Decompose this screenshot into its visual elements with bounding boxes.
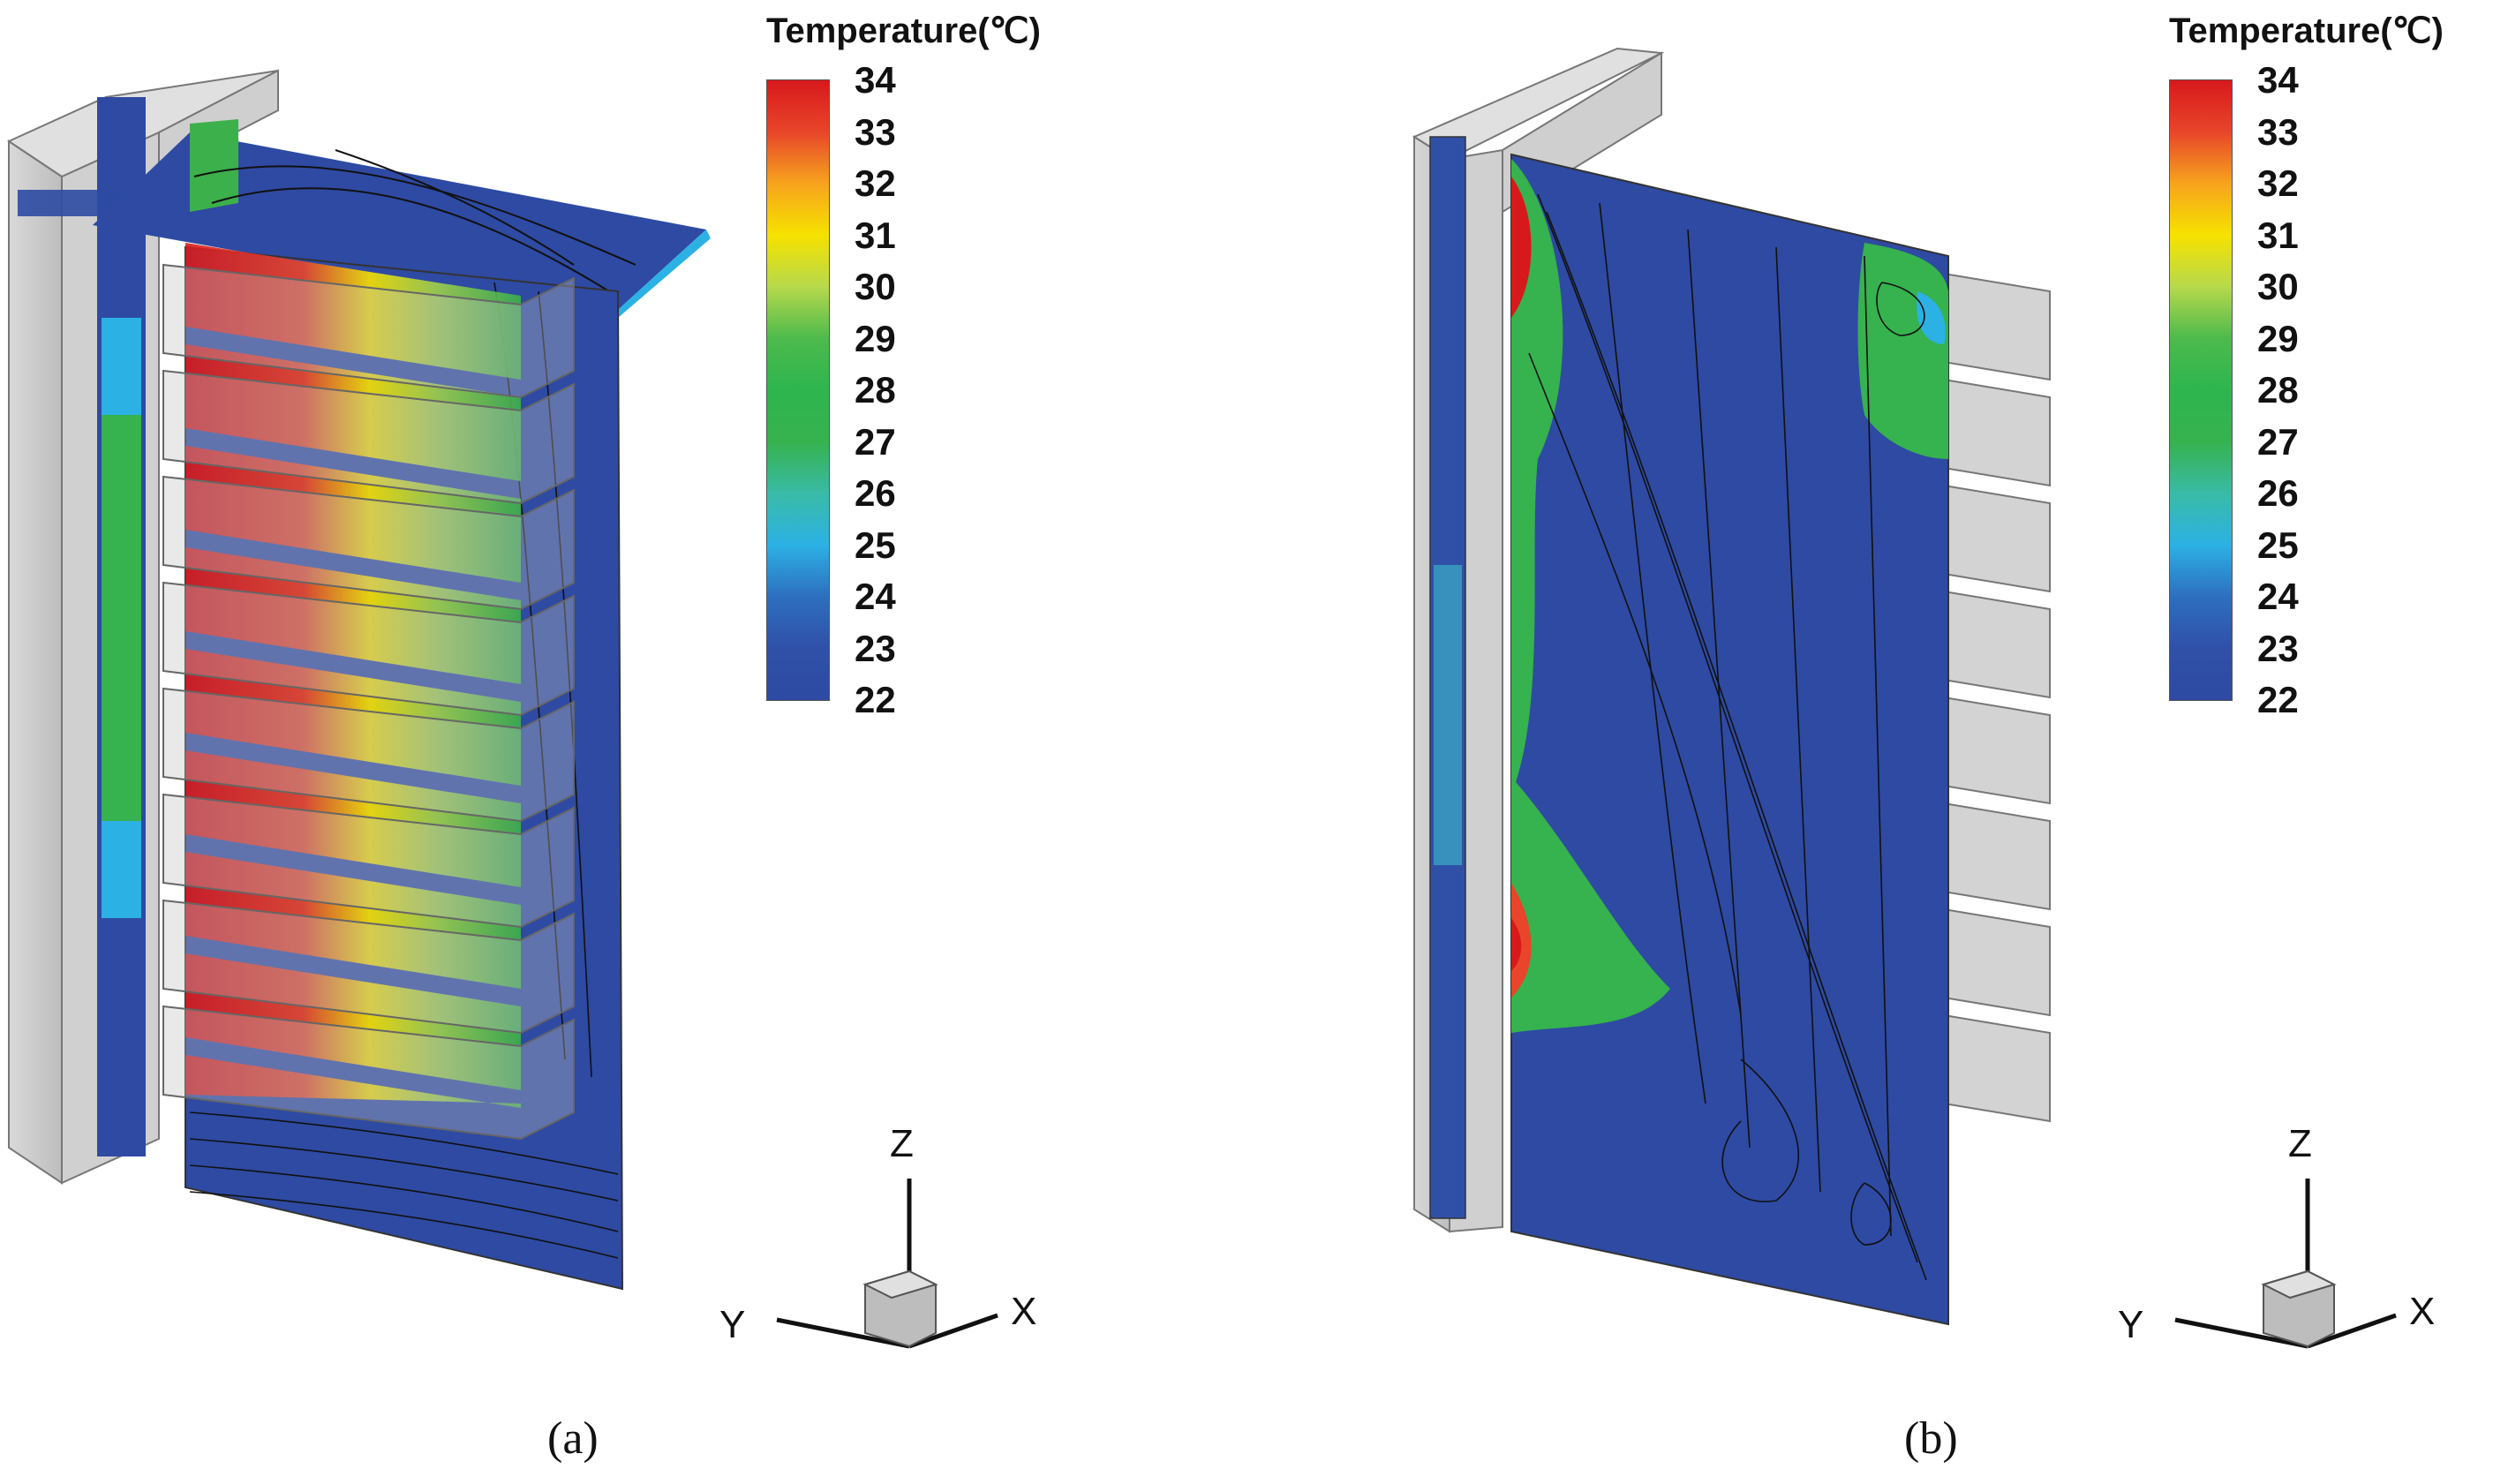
panel-a: Z Y X Temperature(℃) 34 33 32 31 30 29 28 27 26 2… <box>0 0 1246 1484</box>
legend-tick-label: 22 <box>2257 679 2299 720</box>
legend-title: Temperature(℃) <box>2169 11 2444 50</box>
legend-colorbar <box>766 79 830 701</box>
legend-tick-label: 23 <box>2257 627 2299 669</box>
legend-tick-label: 32 <box>2257 162 2299 204</box>
inlet-column-a <box>18 97 185 1156</box>
simulation-view-a: Z Y X <box>6 69 1036 1349</box>
legend-tick-label: 24 <box>855 576 896 617</box>
legend-tick-label: 32 <box>855 162 896 204</box>
legend-tick-label: 28 <box>2257 369 2299 411</box>
panel-label-b: (b) <box>1904 1413 1958 1464</box>
legend-colorbar <box>2169 79 2233 701</box>
fins-a <box>185 243 521 1108</box>
legend-tick-label: 27 <box>2257 420 2299 463</box>
legend-tick-label: 25 <box>2257 524 2299 566</box>
panel-label-a: (a) <box>547 1413 599 1464</box>
axis-triad-a: Z Y X <box>719 1122 1036 1349</box>
modules-a <box>162 263 575 1141</box>
legend-tick-label: 28 <box>855 369 896 411</box>
vertical-slice-b <box>1510 153 1949 1326</box>
legend-tick-label: 23 <box>855 627 896 669</box>
legend-tick-label: 29 <box>855 317 896 359</box>
top-slice-a <box>93 119 711 318</box>
legend-tick-label: 31 <box>2257 214 2299 256</box>
legend-tick-label: 30 <box>855 266 896 307</box>
legend-tick-label: 25 <box>855 524 896 566</box>
legend-tick-label: 27 <box>855 420 896 463</box>
legend-tick-label: 24 <box>2257 576 2299 617</box>
legend-tick-label: 29 <box>2257 317 2299 359</box>
legend-tick-label: 26 <box>855 472 896 514</box>
legend-title: Temperature(℃) <box>766 11 1041 50</box>
legend-tick-label: 26 <box>2257 472 2299 514</box>
axis-x-label: X <box>2409 1290 2435 1333</box>
legend-tick-label: 34 <box>2257 59 2299 101</box>
inlet-column-b <box>1429 136 1466 1219</box>
legend-tick-label: 31 <box>855 214 896 256</box>
fins-b <box>1943 272 2051 1123</box>
panel-b: Z Y X Temperature(℃) 34 33 32 31 30 29 28 27 26 2… <box>1246 0 2493 1484</box>
simulation-view-b: Z Y X <box>1412 47 2435 1349</box>
legend-tick-label: 30 <box>2257 266 2299 307</box>
legend-tick-label: 34 <box>855 59 896 101</box>
legend-tick-label: 22 <box>855 679 896 720</box>
legend-tick-label: 33 <box>855 110 896 153</box>
axis-z-label: Z <box>890 1122 914 1165</box>
axis-z-label: Z <box>2288 1122 2312 1165</box>
axis-x-label: X <box>1011 1290 1036 1333</box>
legend-tick-label: 33 <box>2257 110 2299 153</box>
axis-y-label: Y <box>2118 1303 2143 1346</box>
axis-triad-b: Z Y X <box>2118 1122 2435 1349</box>
axis-y-label: Y <box>719 1303 745 1346</box>
